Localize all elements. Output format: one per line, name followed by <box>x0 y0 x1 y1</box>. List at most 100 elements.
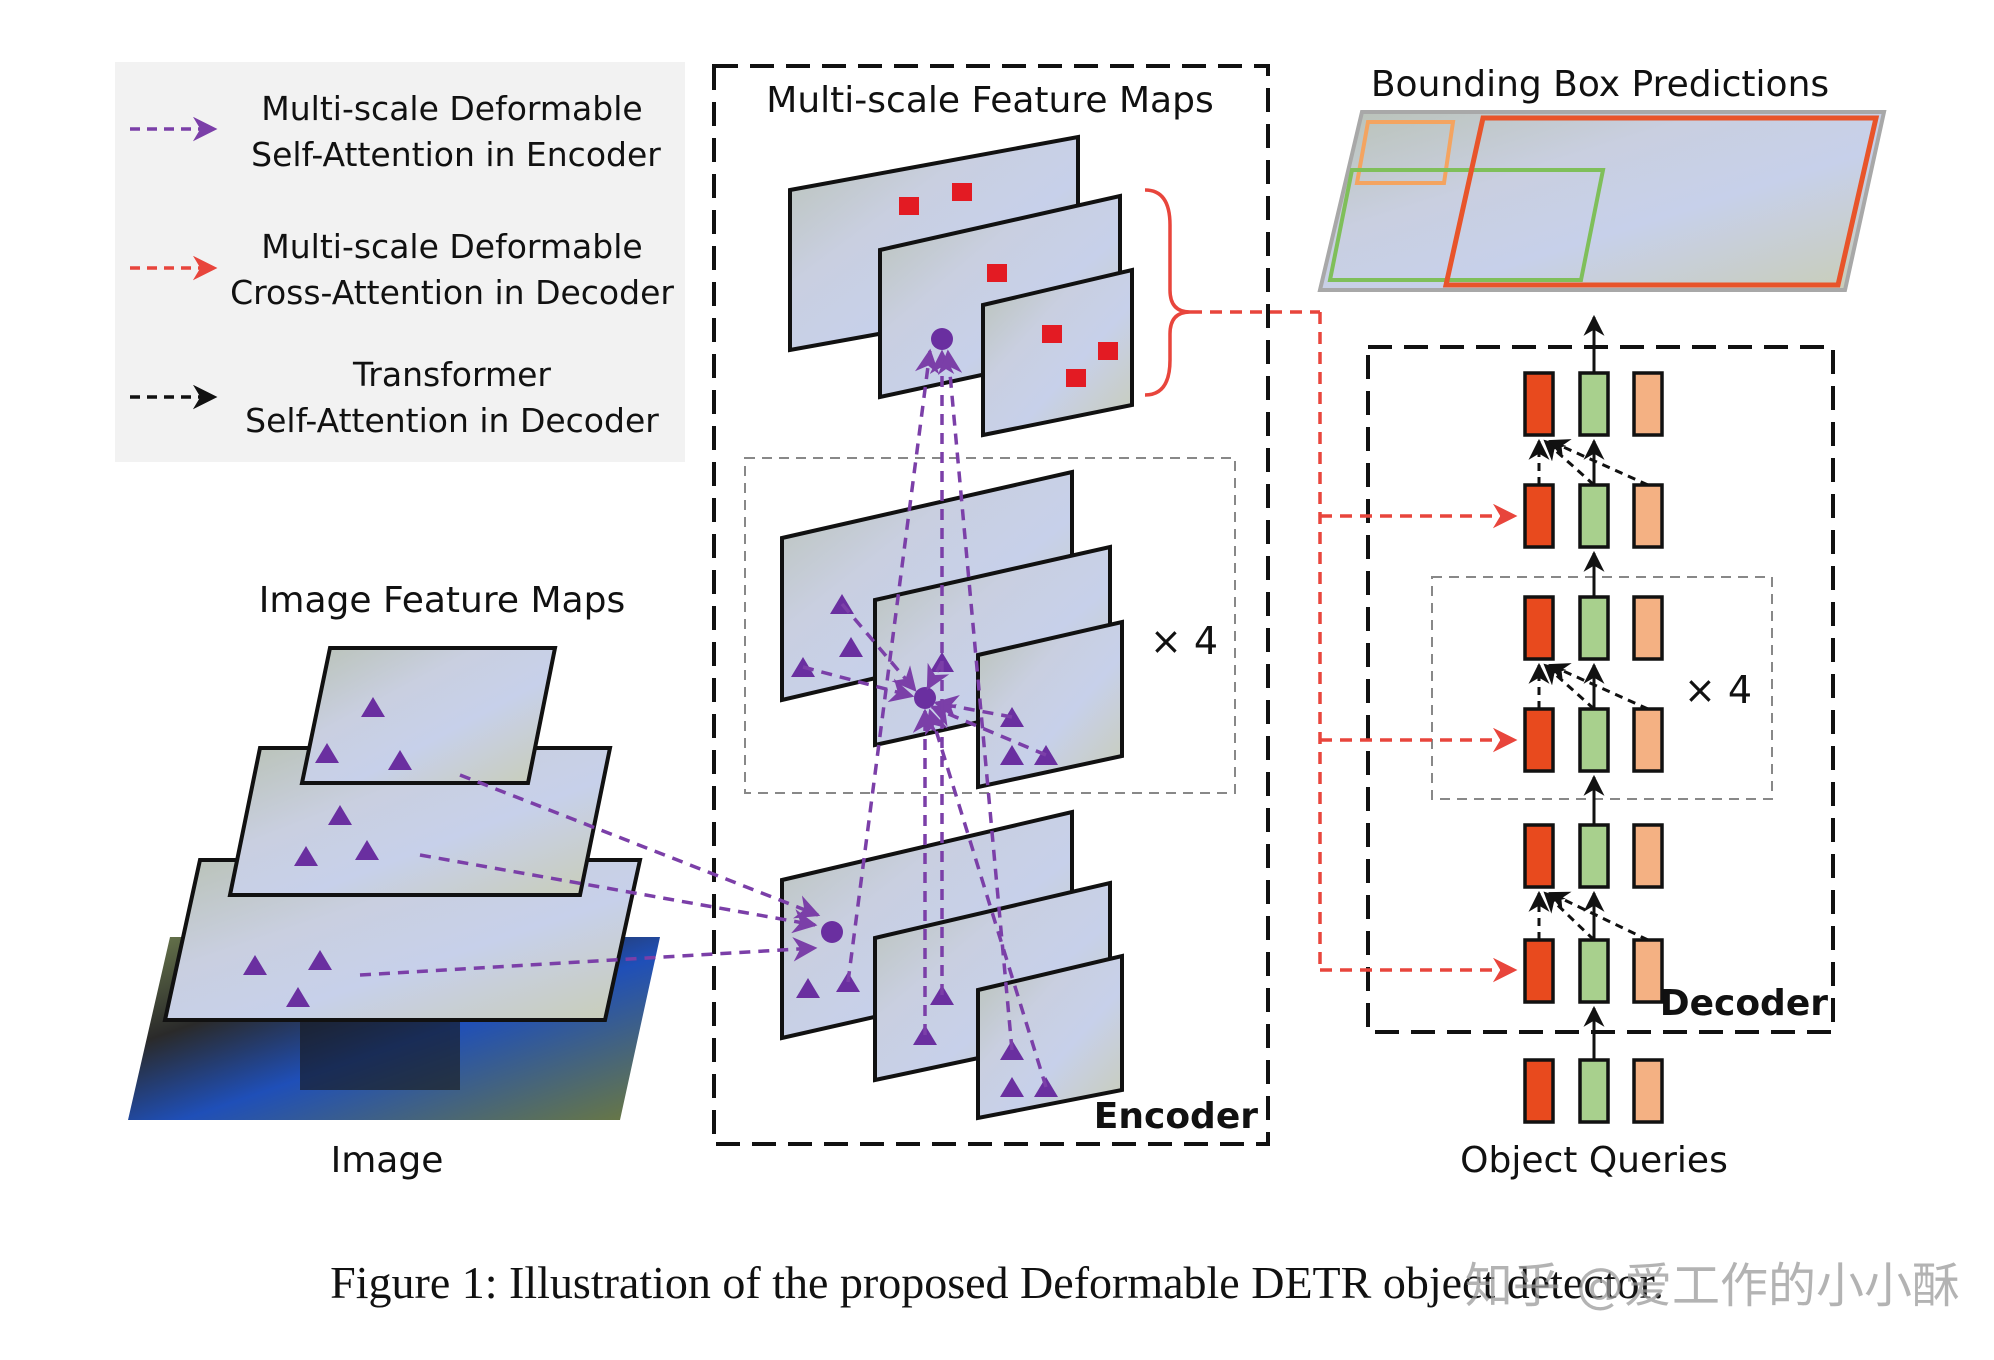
decoder-self-attention-lines <box>1528 438 1649 942</box>
encoder-block: Multi-scale Feature Maps × 4 Encoder <box>359 64 1270 1146</box>
output-brace <box>1144 188 1191 397</box>
legend-line1: Transformer <box>352 355 551 394</box>
sampling-triangle <box>839 637 863 657</box>
query-block <box>1632 483 1664 549</box>
encoder-attention-line <box>419 853 818 934</box>
self-attention-line <box>1548 439 1649 487</box>
query-block <box>1632 1058 1664 1124</box>
encoder-attention-line <box>937 349 1014 1051</box>
query-block <box>1632 371 1664 437</box>
watermark: 知乎 @爱工作的小小酥 <box>1465 1258 1960 1314</box>
query-block <box>1523 938 1555 1004</box>
query-block <box>1632 938 1664 1004</box>
self-attention-line <box>1543 439 1596 487</box>
input-image-shade <box>300 1010 460 1090</box>
image-feature-maps-title: Image Feature Maps <box>259 580 625 621</box>
query-block <box>1523 371 1555 437</box>
query-block <box>1523 483 1555 549</box>
sampling-triangle <box>286 987 310 1007</box>
encoder-attention-line <box>929 704 1047 757</box>
legend-line2: Self-Attention in Decoder <box>245 401 659 440</box>
query-block <box>1523 823 1555 889</box>
decoder-block: × 4 Decoder O <box>1190 310 1835 1181</box>
sampling-square <box>899 197 919 215</box>
box-green <box>1327 168 1606 282</box>
legend-item-encoder-self-attention: Multi-scale Deformable Self-Attention in… <box>130 89 661 174</box>
legend-item-decoder-self-attention: Transformer Self-Attention in Decoder <box>130 355 659 440</box>
feature-map <box>976 953 1124 1121</box>
decoder-border <box>1366 345 1835 1034</box>
sampling-triangle <box>243 955 267 975</box>
legend: Multi-scale Deformable Self-Attention in… <box>115 62 685 462</box>
sampling-points <box>243 697 412 1007</box>
query-point <box>931 328 953 350</box>
encoder-repeat-border <box>744 457 1236 794</box>
figure-caption: Figure 1: Illustration of the proposed D… <box>330 1257 1664 1308</box>
reference-points <box>899 183 1118 387</box>
object-queries <box>1523 1058 1664 1124</box>
query-block <box>1523 707 1555 773</box>
query-block <box>1632 823 1664 889</box>
decoder-cross-attention-lines <box>1190 310 1518 983</box>
sampling-triangle <box>361 697 385 717</box>
legend-line1: Multi-scale Deformable <box>261 89 642 128</box>
sampling-triangle <box>328 805 352 825</box>
sampling-square <box>1098 342 1118 360</box>
decoder-label: Decoder <box>1660 983 1829 1024</box>
query-point <box>914 687 936 709</box>
query-block <box>1578 483 1610 549</box>
legend-line2: Self-Attention in Encoder <box>251 135 661 174</box>
self-attention-line <box>1548 663 1649 711</box>
self-attention-line <box>1548 891 1649 942</box>
query-block <box>1578 1058 1610 1124</box>
decoder-repeat: × 4 <box>1684 668 1752 712</box>
prediction-image <box>1317 110 1887 292</box>
self-attention-line <box>1543 663 1596 711</box>
sampling-triangle <box>1000 1077 1024 1097</box>
box-orange <box>1354 120 1456 185</box>
sampling-triangle <box>308 950 332 970</box>
sampling-triangle <box>294 846 318 866</box>
sampling-triangle <box>315 743 339 763</box>
encoder-label: Encoder <box>1094 1096 1258 1137</box>
query-block <box>1578 938 1610 1004</box>
query-block <box>1632 707 1664 773</box>
image-stack: Image Feature Maps Image <box>128 580 660 1181</box>
self-attention-line <box>1543 891 1596 942</box>
sampling-triangle <box>355 840 379 860</box>
encoder-title: Multi-scale Feature Maps <box>766 80 1213 121</box>
query-block <box>1632 595 1664 661</box>
encoder-border <box>712 64 1270 1146</box>
sampling-square <box>952 183 972 201</box>
feature-map <box>981 267 1134 438</box>
decoder-rows <box>1523 371 1664 1004</box>
legend-line1: Multi-scale Deformable <box>261 227 642 266</box>
query-block <box>1578 707 1610 773</box>
query-block <box>1578 823 1610 889</box>
image-feature-map <box>299 646 558 785</box>
legend-line2: Cross-Attention in Decoder <box>230 273 674 312</box>
encoder-repeat: × 4 <box>1150 619 1218 663</box>
object-queries-label: Object Queries <box>1460 1140 1728 1181</box>
legend-item-decoder-cross-attention: Multi-scale Deformable Cross-Attention i… <box>130 227 674 312</box>
box-red <box>1442 115 1880 288</box>
sampling-square <box>1042 325 1062 343</box>
encoder-attention-line <box>926 661 950 691</box>
query-block <box>1578 371 1610 437</box>
query-block <box>1523 595 1555 661</box>
query-block <box>1523 1058 1555 1124</box>
query-block <box>1578 595 1610 661</box>
decoder-repeat-border <box>1431 576 1773 800</box>
query-point <box>821 921 843 943</box>
sampling-square <box>1066 369 1086 387</box>
feature-map <box>976 619 1124 790</box>
sampling-triangle <box>796 978 820 998</box>
image-label: Image <box>331 1140 444 1181</box>
predictions-title: Bounding Box Predictions <box>1371 64 1829 105</box>
encoder-attention-line <box>924 708 1048 1088</box>
encoder-attention-line <box>459 773 821 919</box>
encoder-attention-lines <box>359 348 1048 1088</box>
bounding-box-predictions: Bounding Box Predictions <box>1317 64 1887 292</box>
sampling-square <box>987 264 1007 282</box>
